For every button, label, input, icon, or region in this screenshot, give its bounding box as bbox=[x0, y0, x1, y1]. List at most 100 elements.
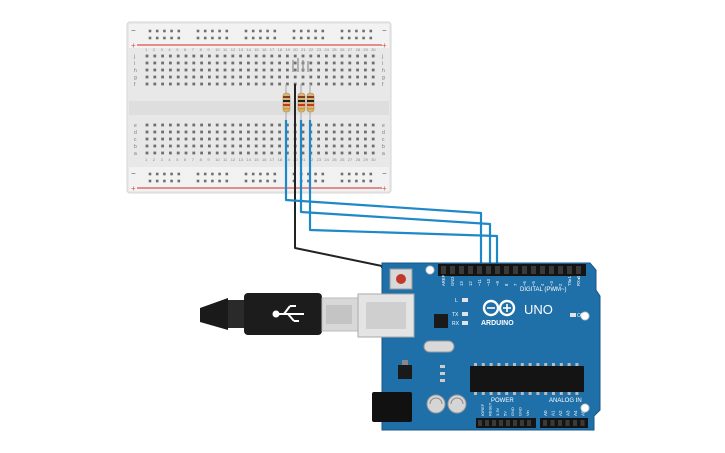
breadboard-hole[interactable] bbox=[286, 54, 289, 58]
breadboard-hole[interactable] bbox=[286, 123, 289, 127]
breadboard-hole[interactable] bbox=[145, 151, 149, 155]
rail-hole[interactable] bbox=[321, 179, 325, 183]
breadboard-hole[interactable] bbox=[317, 151, 320, 155]
breadboard-hole[interactable] bbox=[176, 54, 180, 58]
breadboard-hole[interactable] bbox=[239, 54, 242, 58]
breadboard-hole[interactable] bbox=[340, 75, 344, 79]
breadboard-hole[interactable] bbox=[301, 123, 305, 127]
rail-hole[interactable] bbox=[163, 36, 166, 40]
breadboard-hole[interactable] bbox=[223, 130, 227, 134]
breadboard-hole[interactable] bbox=[301, 144, 305, 148]
breadboard-hole[interactable] bbox=[293, 61, 297, 65]
breadboard-hole[interactable] bbox=[301, 130, 305, 134]
breadboard-hole[interactable] bbox=[356, 68, 359, 72]
breadboard-hole[interactable] bbox=[340, 123, 344, 127]
breadboard-hole[interactable] bbox=[200, 82, 203, 86]
breadboard-hole[interactable] bbox=[262, 68, 266, 72]
breadboard-hole[interactable] bbox=[208, 130, 211, 134]
header-pin[interactable] bbox=[513, 420, 517, 426]
breadboard-hole[interactable] bbox=[254, 61, 258, 65]
breadboard-hole[interactable] bbox=[317, 123, 320, 127]
breadboard-hole[interactable] bbox=[153, 151, 157, 155]
breadboard-hole[interactable] bbox=[325, 68, 328, 72]
breadboard-hole[interactable] bbox=[254, 144, 258, 148]
header-pin[interactable] bbox=[558, 266, 563, 274]
breadboard-hole[interactable] bbox=[231, 137, 235, 141]
breadboard-hole[interactable] bbox=[208, 75, 211, 79]
breadboard-hole[interactable] bbox=[332, 54, 336, 58]
rail-hole[interactable] bbox=[170, 172, 173, 176]
rail-hole[interactable] bbox=[355, 172, 358, 176]
rail-hole[interactable] bbox=[244, 172, 248, 176]
breadboard-hole[interactable] bbox=[332, 68, 336, 72]
rail-hole[interactable] bbox=[292, 29, 296, 33]
breadboard-hole[interactable] bbox=[371, 144, 375, 148]
rail-hole[interactable] bbox=[251, 29, 255, 33]
breadboard-hole[interactable] bbox=[161, 151, 164, 155]
rail-hole[interactable] bbox=[211, 172, 214, 176]
breadboard-hole[interactable] bbox=[340, 151, 344, 155]
breadboard-hole[interactable] bbox=[215, 123, 219, 127]
breadboard-hole[interactable] bbox=[145, 130, 149, 134]
breadboard-hole[interactable] bbox=[278, 137, 281, 141]
breadboard-hole[interactable] bbox=[161, 130, 164, 134]
breadboard-hole[interactable] bbox=[371, 68, 375, 72]
breadboard-hole[interactable] bbox=[161, 82, 164, 86]
breadboard-hole[interactable] bbox=[293, 54, 297, 58]
breadboard-hole[interactable] bbox=[317, 130, 320, 134]
breadboard-hole[interactable] bbox=[254, 123, 258, 127]
breadboard-hole[interactable] bbox=[364, 75, 367, 79]
header-pin[interactable] bbox=[499, 420, 503, 426]
breadboard-hole[interactable] bbox=[332, 151, 336, 155]
breadboard-hole[interactable] bbox=[169, 144, 172, 148]
rail-hole[interactable] bbox=[307, 179, 310, 183]
breadboard-hole[interactable] bbox=[153, 144, 157, 148]
breadboard-hole[interactable] bbox=[254, 82, 258, 86]
rail-hole[interactable] bbox=[203, 29, 207, 33]
rail-hole[interactable] bbox=[347, 29, 351, 33]
breadboard-hole[interactable] bbox=[348, 68, 352, 72]
breadboard-hole[interactable] bbox=[348, 130, 352, 134]
rail-hole[interactable] bbox=[177, 179, 181, 183]
breadboard-hole[interactable] bbox=[215, 61, 219, 65]
rail-hole[interactable] bbox=[299, 36, 303, 40]
breadboard-hole[interactable] bbox=[286, 61, 289, 65]
breadboard-hole[interactable] bbox=[293, 75, 297, 79]
breadboard-hole[interactable] bbox=[200, 123, 203, 127]
breadboard-hole[interactable] bbox=[247, 68, 250, 72]
breadboard-hole[interactable] bbox=[301, 137, 305, 141]
rail-hole[interactable] bbox=[170, 36, 173, 40]
rail-hole[interactable] bbox=[203, 172, 207, 176]
breadboard-hole[interactable] bbox=[371, 82, 375, 86]
breadboard-hole[interactable] bbox=[184, 144, 188, 148]
breadboard-hole[interactable] bbox=[153, 54, 157, 58]
breadboard-hole[interactable] bbox=[270, 151, 274, 155]
rail-hole[interactable] bbox=[314, 179, 317, 183]
breadboard-hole[interactable] bbox=[254, 75, 258, 79]
breadboard-hole[interactable] bbox=[371, 54, 375, 58]
breadboard-hole[interactable] bbox=[161, 54, 164, 58]
header-pin[interactable] bbox=[565, 420, 570, 426]
rail-hole[interactable] bbox=[244, 36, 248, 40]
digital-header-pins[interactable] bbox=[441, 266, 581, 274]
breadboard-hole[interactable] bbox=[208, 123, 211, 127]
rail-hole[interactable] bbox=[251, 172, 255, 176]
rail-hole[interactable] bbox=[177, 29, 181, 33]
breadboard-hole[interactable] bbox=[262, 137, 266, 141]
rail-hole[interactable] bbox=[273, 29, 277, 33]
breadboard-hole[interactable] bbox=[192, 75, 196, 79]
rail-hole[interactable] bbox=[321, 36, 325, 40]
rail-hole[interactable] bbox=[218, 179, 221, 183]
rail-hole[interactable] bbox=[259, 172, 262, 176]
breadboard-hole[interactable] bbox=[278, 82, 281, 86]
breadboard-hole[interactable] bbox=[317, 68, 320, 72]
rail-hole[interactable] bbox=[347, 179, 351, 183]
breadboard-hole[interactable] bbox=[161, 137, 164, 141]
header-pin[interactable] bbox=[513, 266, 518, 274]
breadboard-hole[interactable] bbox=[153, 75, 157, 79]
breadboard-hole[interactable] bbox=[208, 61, 211, 65]
breadboard-hole[interactable] bbox=[325, 82, 328, 86]
breadboard-hole[interactable] bbox=[270, 123, 274, 127]
breadboard-hole[interactable] bbox=[317, 144, 320, 148]
